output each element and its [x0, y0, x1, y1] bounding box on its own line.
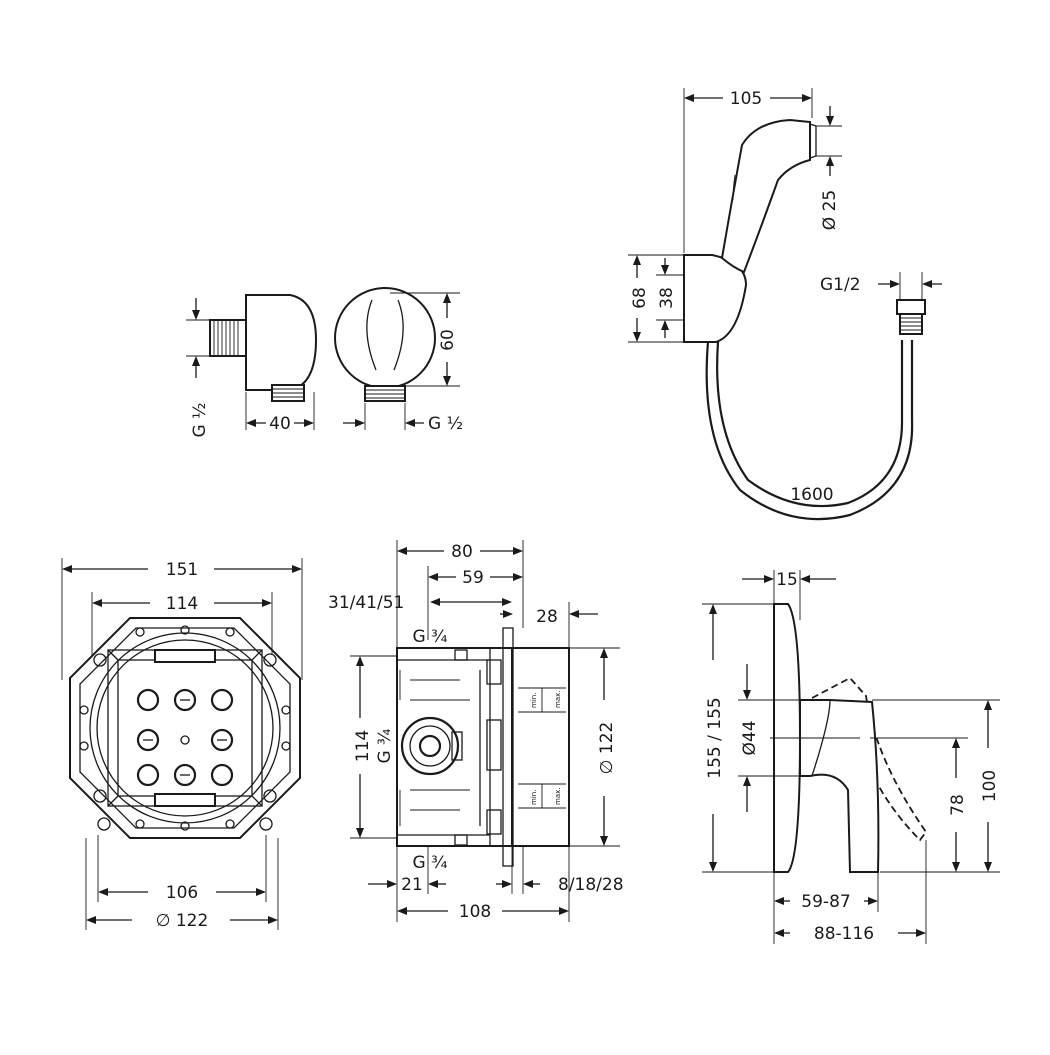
spray-diameter-label: Ø 25 — [820, 190, 840, 230]
mixer-88-116-label: 88-116 — [814, 924, 874, 944]
box-inner-label: 114 — [166, 594, 198, 614]
side-59-label: 59 — [462, 568, 484, 588]
side-width-label: 80 — [451, 542, 473, 562]
side-depth-options-label: 31/41/51 — [328, 593, 404, 613]
box-outer-label: 151 — [166, 560, 198, 580]
mixer-finish-side-view — [770, 603, 928, 873]
holder-thread-label: G ½ — [190, 402, 210, 437]
outlet-thread-label: G ½ — [428, 414, 463, 434]
side-mid-thread-label: G ¾ — [375, 728, 395, 763]
side-bottom-thread-label: G ¾ — [412, 853, 447, 873]
side-diameter-label: ∅ 122 — [597, 722, 617, 775]
installation-box-side-view: min. max. min. max. — [396, 627, 570, 867]
mixer-59-87-label: 59-87 — [801, 892, 850, 912]
upper-min-marker: min. — [530, 693, 538, 708]
bracket-inner-label: 38 — [657, 287, 677, 309]
side-28-label: 28 — [536, 607, 558, 627]
mixer-78-label: 78 — [948, 794, 968, 816]
mixer-plate-label: 155 / 155 — [705, 697, 725, 778]
spray-length-label: 105 — [730, 89, 762, 109]
box-diameter-label: ∅ 122 — [156, 911, 209, 931]
installation-box-side-dimensions: 80 59 31/41/51 28 G ¾ 114 G ¾ ∅ 122 G ¾ … — [328, 540, 624, 922]
upper-max-marker: max. — [554, 691, 562, 708]
wall-outlet-dimensions: G ½ 40 G ½ 60 — [186, 292, 463, 438]
hose-length-label: 1600 — [790, 485, 833, 505]
installation-box-front-dimensions: 151 114 106 ∅ 122 — [61, 558, 303, 931]
side-108-label: 108 — [459, 902, 491, 922]
hand-spray-dimensions: 105 Ø 25 68 38 G1/2 1600 — [628, 88, 942, 505]
side-21-label: 21 — [401, 875, 423, 895]
side-8-18-28-label: 8/18/28 — [558, 875, 624, 895]
lower-max-marker: max. — [554, 788, 562, 805]
mixer-100-label: 100 — [980, 770, 1000, 802]
shower-hose — [705, 299, 926, 521]
wall-outlet-front-view — [334, 287, 436, 402]
wall-outlet-side-view — [209, 294, 318, 402]
mixer-finish-dimensions: 15 155 / 155 Ø44 78 100 59-87 88-116 — [702, 570, 1000, 944]
mixer-15-label: 15 — [776, 570, 798, 590]
hand-spray — [683, 118, 817, 343]
box-lower-label: 106 — [166, 883, 198, 903]
installation-box-front-view — [69, 617, 301, 839]
side-height-label: 114 — [353, 730, 373, 762]
lower-min-marker: min. — [530, 790, 538, 805]
holder-width-label: 40 — [269, 414, 291, 434]
side-top-thread-label: G ¾ — [412, 627, 447, 647]
outlet-height-label: 60 — [438, 329, 458, 351]
hose-thread-label: G1/2 — [820, 275, 861, 295]
bracket-height-label: 68 — [630, 287, 650, 309]
mixer-44-label: Ø44 — [740, 720, 760, 755]
